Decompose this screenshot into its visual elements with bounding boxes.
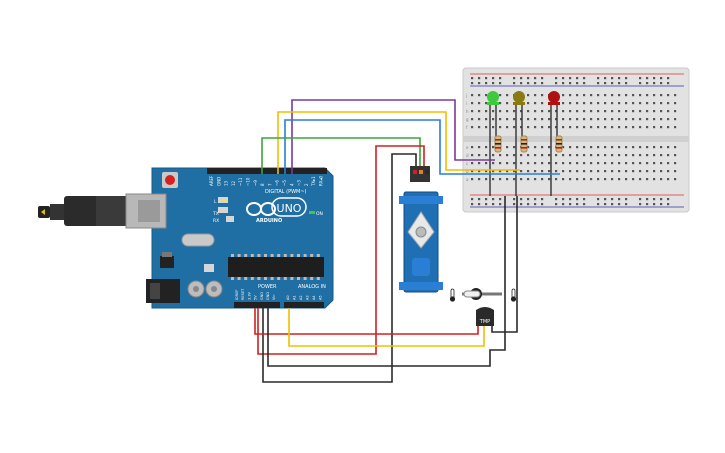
analog-pin-label: A1 <box>293 295 297 300</box>
wire-black-tmp[interactable] <box>267 196 506 367</box>
crystal-oscillator <box>181 233 215 247</box>
power-label: POWER <box>258 284 277 290</box>
rx-led-label: RX <box>213 218 219 224</box>
digital-header[interactable] <box>207 168 327 174</box>
power-pin-label: GND <box>266 292 270 300</box>
digital-pin-label: 8 <box>260 183 265 186</box>
wire-red-servo[interactable] <box>257 145 425 355</box>
arduino-uno-board[interactable]: UNO ARDUINO DIGITAL (PWM~) POWER ANALOG … <box>38 167 334 309</box>
wire-yellow-analog[interactable] <box>288 308 485 347</box>
tmp-sensor-label: TMP <box>479 319 490 325</box>
breadboard-row-letter: a <box>466 177 469 182</box>
digital-pwm-label: DIGITAL (PWM~) <box>265 189 307 195</box>
digital-pin-label: 13 <box>224 180 229 186</box>
voltage-regulator <box>160 256 174 268</box>
thermometer-icon-cold <box>449 288 456 302</box>
on-led <box>309 211 315 214</box>
l-led <box>222 199 228 202</box>
analog-pin-label: A0 <box>286 295 290 300</box>
digital-pin-label: AREF <box>209 175 214 186</box>
power-pin-label: RESET <box>241 288 245 300</box>
uno-logo-text: UNO <box>277 202 302 215</box>
l-led-label: L <box>214 199 217 205</box>
wire-red-tmp[interactable] <box>254 308 479 335</box>
digital-pin-label: 2 <box>304 183 309 186</box>
digital-pin-label: ~6 <box>275 180 280 186</box>
led-yellow[interactable] <box>513 91 525 196</box>
analog-in-label: ANALOG IN <box>298 284 326 290</box>
breadboard-row-letter: j <box>465 93 467 98</box>
digital-pin-label: RX◂0 <box>319 175 324 186</box>
analog-header[interactable] <box>284 302 324 308</box>
digital-pin-label: ~5 <box>282 180 287 186</box>
analog-pin-label: A4 <box>312 295 316 300</box>
digital-pin-label: 7 <box>267 183 272 186</box>
tmp-sensor[interactable]: TMP <box>476 307 494 326</box>
power-jack <box>146 279 180 303</box>
breadboard-row-letter: e <box>466 145 469 150</box>
digital-pin-label: ~3 <box>297 180 302 186</box>
capacitors <box>187 280 223 298</box>
usb-cable[interactable] <box>38 193 167 229</box>
led-red-bulb <box>548 91 560 103</box>
wire-black-servo[interactable] <box>262 153 417 383</box>
brand-text: ARDUINO <box>256 218 282 224</box>
servo-motor[interactable] <box>399 166 443 293</box>
wire-purple[interactable] <box>291 99 495 174</box>
power-pin-label: Vin <box>272 294 276 300</box>
breadboard-row-letter: c <box>466 161 468 166</box>
digital-pin-label: 12 <box>231 180 236 186</box>
breadboard-row-letter: d <box>466 153 469 158</box>
breadboard-row-letter: h <box>466 109 469 114</box>
power-header[interactable] <box>234 302 280 308</box>
digital-pin-label: ~10 <box>246 177 251 186</box>
tx-led-label: TX <box>212 211 219 217</box>
temperature-slider[interactable] <box>449 288 517 302</box>
power-pin-label: 3.3V <box>247 291 251 300</box>
digital-pin-label: 4 <box>289 183 294 186</box>
power-pin-label: 5V <box>254 295 258 300</box>
resistor-3[interactable] <box>555 135 563 153</box>
analog-pin-label: A5 <box>319 295 323 300</box>
analog-pin-label: A3 <box>306 295 310 300</box>
digital-pin-label: TX▸1 <box>311 176 316 187</box>
resistor-2[interactable] <box>520 135 528 153</box>
atmega-microcontroller <box>228 254 324 280</box>
breadboard-row-letter: b <box>466 169 469 174</box>
power-pin-label: IOREF <box>235 290 239 300</box>
on-led-label: ON <box>316 211 323 217</box>
power-pin-label: GND <box>260 292 264 300</box>
resistor-1[interactable] <box>494 135 502 153</box>
digital-pin-label: ~9 <box>253 180 258 186</box>
analog-pin-label: A2 <box>299 295 303 300</box>
breadboard-row-letter: f <box>466 125 468 130</box>
arduino-logo: UNO ARDUINO <box>246 197 307 224</box>
breadboard-row-letter: i <box>466 101 467 106</box>
reset-button[interactable] <box>162 172 178 188</box>
breadboard-row-letter: g <box>466 117 469 122</box>
digital-pin-label: ~11 <box>238 177 243 186</box>
thermometer-icon-hot <box>510 288 517 302</box>
digital-pin-label: GND <box>216 177 221 186</box>
led-green-bulb <box>487 91 499 103</box>
wire-yellow-digital[interactable] <box>277 111 520 174</box>
led-yellow-bulb <box>513 91 525 103</box>
